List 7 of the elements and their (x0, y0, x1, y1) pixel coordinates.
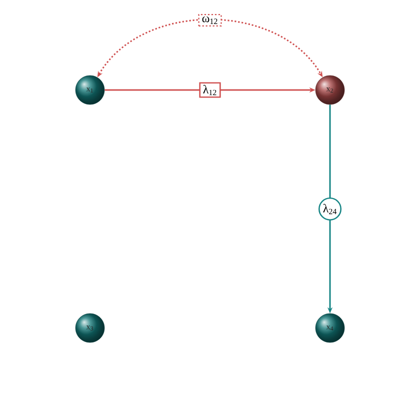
edge-label: λ$_{24}$ (318, 197, 342, 221)
edge-label: λ$_{12}$ (199, 82, 221, 98)
node-label: x$_{2}$ (326, 88, 333, 92)
node-label: x$_{4}$ (326, 326, 334, 330)
edge-label: ω$_{12}$ (198, 14, 222, 26)
node-label: x$_{1}$ (86, 88, 93, 92)
node-label: x$_{3}$ (86, 326, 94, 330)
